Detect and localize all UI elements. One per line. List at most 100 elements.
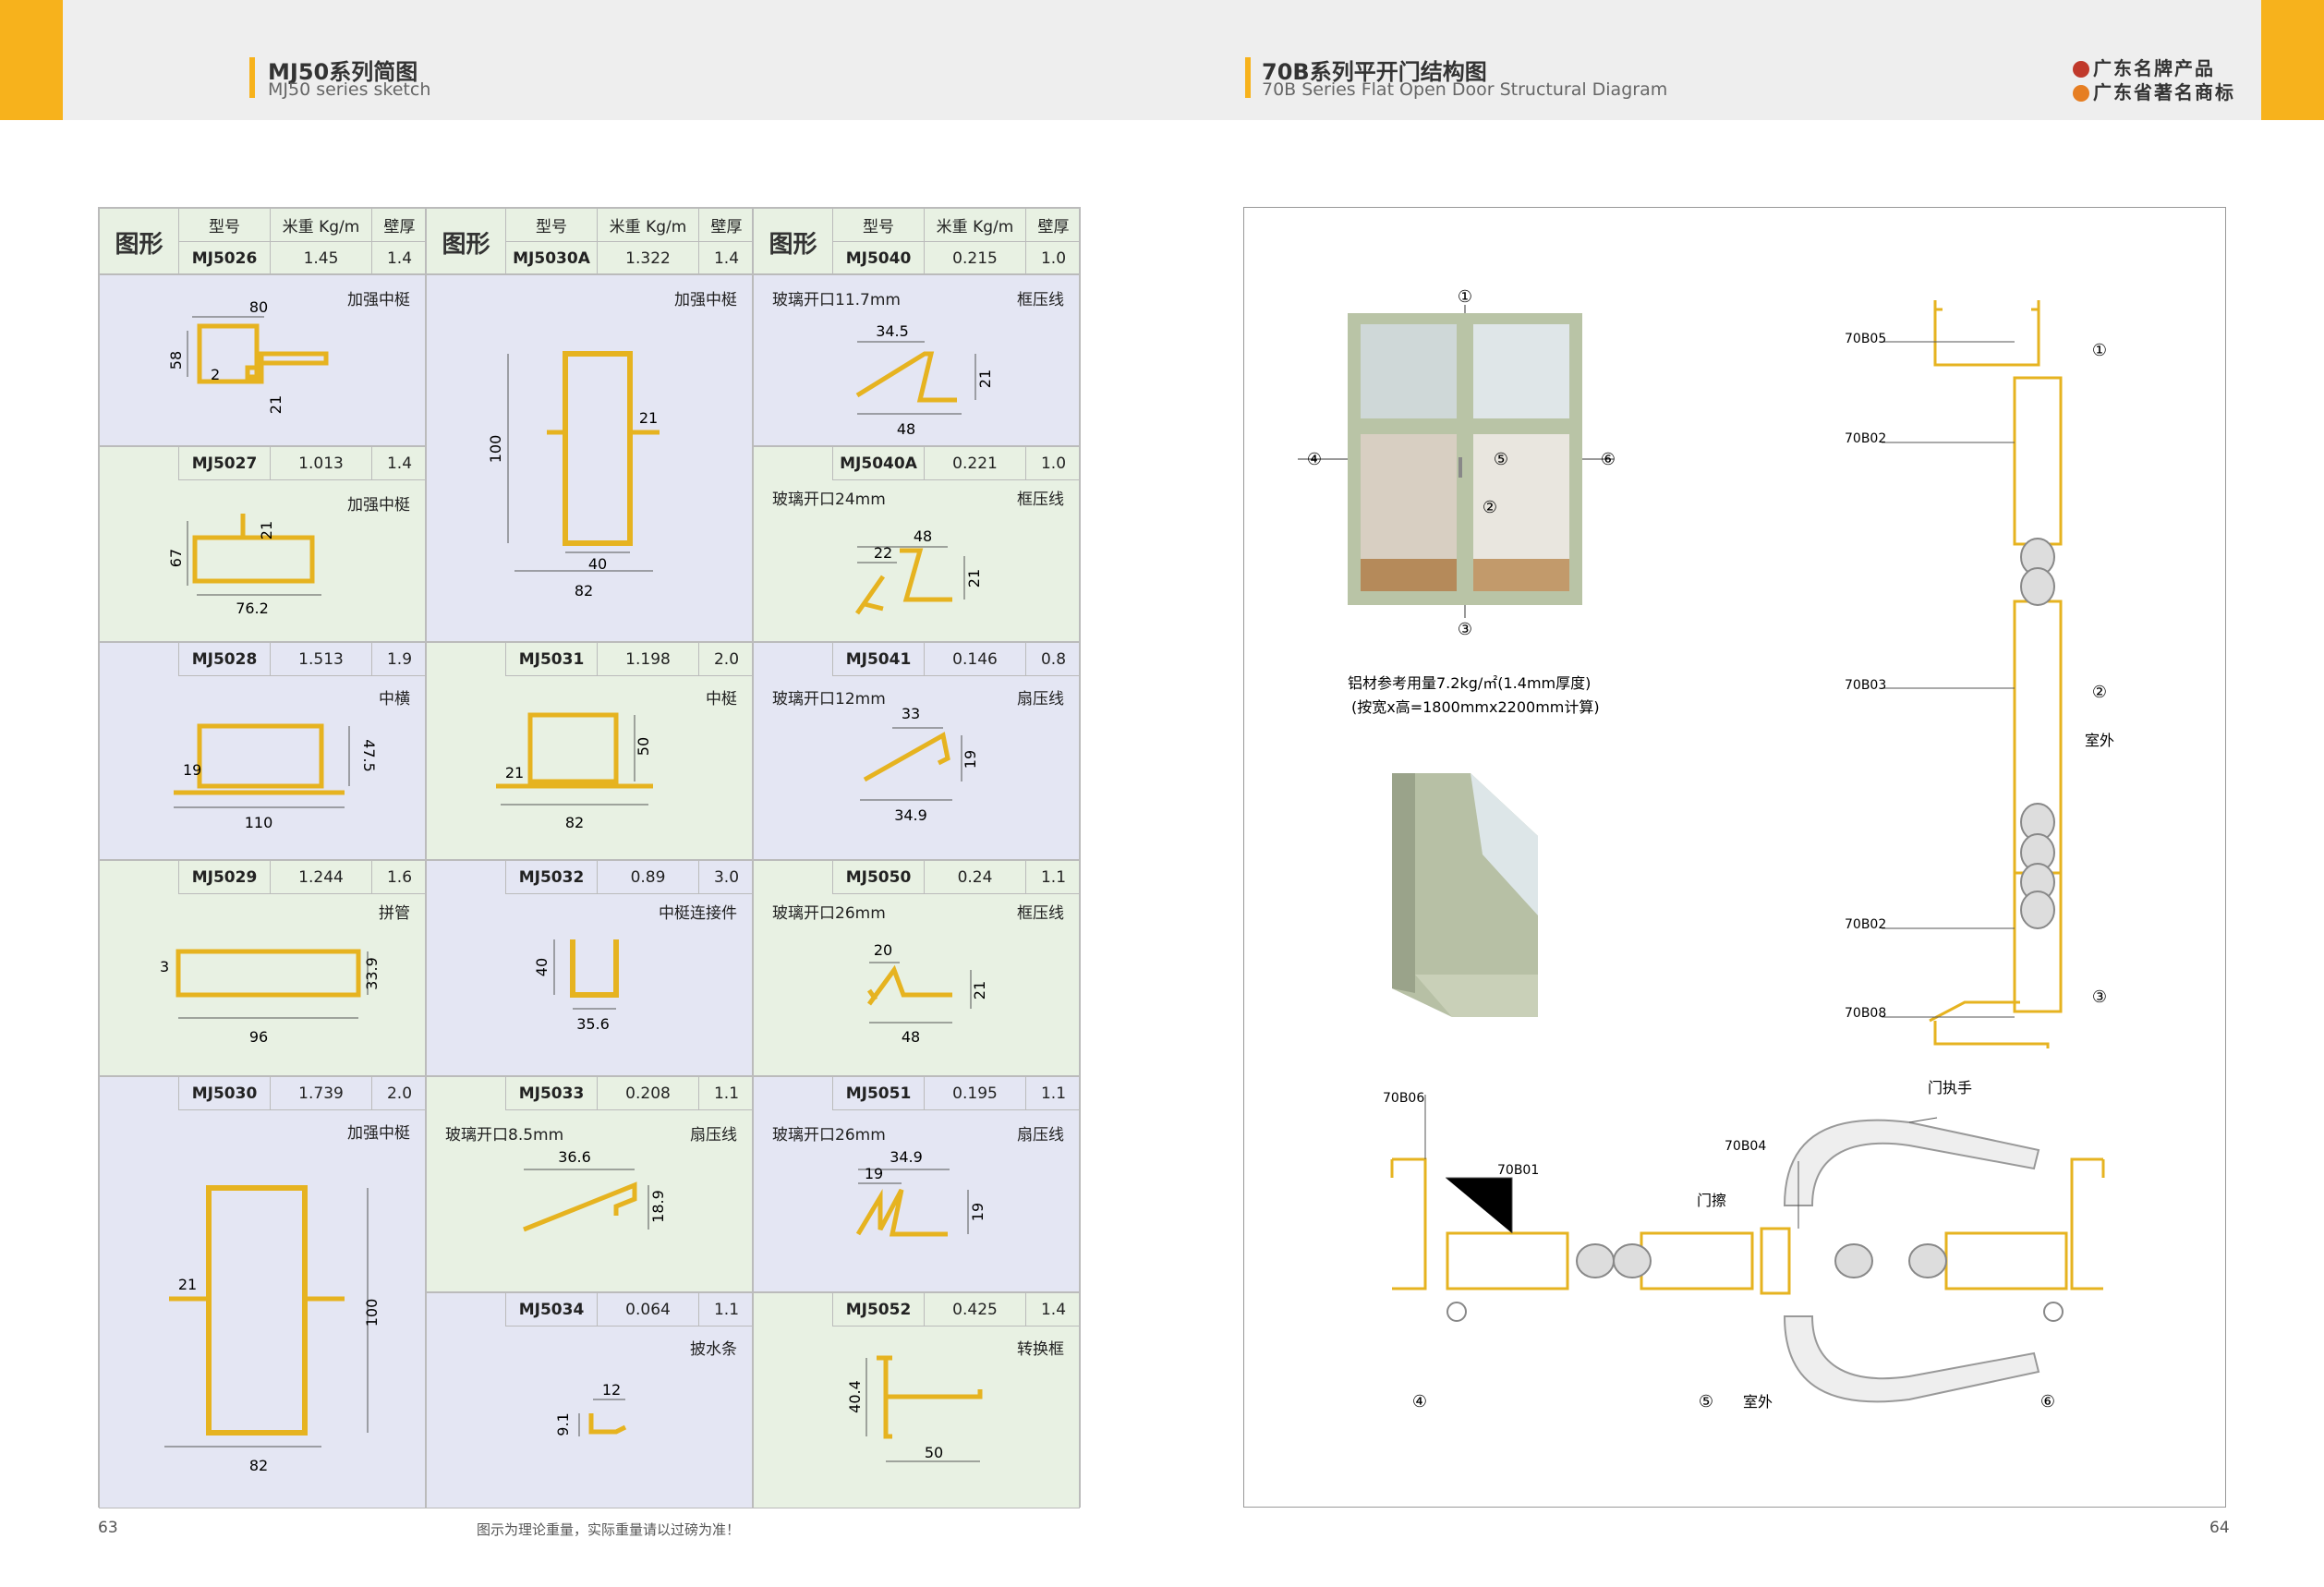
left-tab <box>0 0 63 120</box>
weight-cell: 1.013 <box>270 447 371 479</box>
glass-opening-label: 玻璃开口26mm <box>772 1126 886 1145</box>
profile-cell: MJ5034 0.064 1.1 披水条 12 9.1 <box>426 1292 754 1508</box>
profile-cell: MJ5052 0.425 1.4 转换框 40.4 50 <box>753 1292 1081 1508</box>
profile-label: 转换框 <box>1017 1340 1064 1359</box>
thick-cell: 1.0 <box>1025 447 1081 479</box>
usage-text-1: 铝材参考用量7.2kg/㎡(1.4mm厚度) <box>1348 674 1591 692</box>
weight-cell: 0.215 <box>924 242 1025 274</box>
profile-sketch: 21 67 76.2 <box>167 514 321 617</box>
brand-badge-icon <box>2073 61 2089 78</box>
door-elevation <box>1298 305 1614 618</box>
dim-label: 21 <box>965 569 983 588</box>
brand-line-1: 广东名牌产品 <box>2073 54 2215 80</box>
model-cell: MJ5026 <box>178 242 270 274</box>
dim-label: 58 <box>167 351 185 369</box>
thick-cell: 1.9 <box>371 643 427 675</box>
dim-label: 21 <box>971 981 988 999</box>
title-accent <box>1245 57 1251 98</box>
weight-cell: 1.739 <box>270 1077 371 1109</box>
outdoor-label: 室外 <box>1743 1393 1773 1411</box>
dim-label: 34.9 <box>894 806 927 824</box>
dim-label: 82 <box>575 582 593 600</box>
weight-cell: 0.146 <box>924 643 1025 675</box>
profile-sketch: 80 58 2 21 <box>167 298 329 414</box>
model-header: 型号 <box>505 209 597 241</box>
profile-cell: MJ5028 1.513 1.9 中横 19 47.5 110 <box>99 642 427 860</box>
thick-cell: 1.1 <box>1025 1077 1081 1109</box>
part-label: 70B01 <box>1497 1163 1539 1178</box>
dim-label: 3 <box>160 958 169 975</box>
profile-sketch: 12 9.1 <box>554 1381 627 1436</box>
profile-cell: MJ5033 0.208 1.1 玻璃开口8.5mm 扇压线 36.6 18.9 <box>426 1076 754 1292</box>
dim-label: 19 <box>969 1203 986 1221</box>
header-bar <box>0 0 2324 120</box>
marker-6: ⑥ <box>1601 450 1616 469</box>
weight-cell: 0.064 <box>597 1293 698 1326</box>
marker-1: ① <box>2092 341 2107 360</box>
weight-note: 图示为理论重量，实际重量请以过磅为准！ <box>477 1521 741 1538</box>
thick-cell: 1.4 <box>371 447 427 479</box>
dim-label: 21 <box>976 369 994 388</box>
dim-label: 33.9 <box>363 957 381 990</box>
model-cell: MJ5033 <box>505 1077 597 1109</box>
dim-label: 19 <box>183 761 201 779</box>
marker-2: ② <box>1483 498 1497 517</box>
profile-sketch: 21 100 82 <box>164 1185 381 1474</box>
weight-cell: 1.513 <box>270 643 371 675</box>
thick-cell: 1.0 <box>1025 242 1081 274</box>
dim-label: 80 <box>249 298 268 316</box>
header-cell: 图形 型号 米重 Kg/m 壁厚 MJ5030A 1.322 1.4 <box>426 208 754 274</box>
glass-opening-label: 玻璃开口12mm <box>772 690 886 709</box>
profile-label: 披水条 <box>690 1340 737 1359</box>
marker-4: ④ <box>1412 1392 1427 1411</box>
right-subtitle: 70B Series Flat Open Door Structural Dia… <box>1262 79 1668 100</box>
profile-label: 扇压线 <box>690 1126 737 1145</box>
model-cell: MJ5031 <box>505 643 597 675</box>
brand-line-2: 广东省著名商标 <box>2073 78 2235 104</box>
weight-cell: 0.195 <box>924 1077 1025 1109</box>
thick-cell: 1.4 <box>371 242 427 274</box>
profile-sketch: 48 22 21 <box>854 527 983 615</box>
profile-label: 扇压线 <box>1017 1126 1064 1145</box>
profile-label: 框压线 <box>1017 491 1064 509</box>
model-cell: MJ5040A <box>832 447 924 479</box>
weight-cell: 1.45 <box>270 242 371 274</box>
profile-label: 中梃连接件 <box>659 904 737 923</box>
profile-sketch: 20 21 48 <box>866 941 988 1046</box>
dim-label: 82 <box>565 814 584 831</box>
weight-cell: 1.322 <box>597 242 698 274</box>
model-cell: MJ5040 <box>832 242 924 274</box>
dim-label: 100 <box>363 1299 381 1327</box>
marker-4: ④ <box>1307 450 1322 469</box>
weight-cell: 0.425 <box>924 1293 1025 1326</box>
thick-cell: 1.1 <box>698 1293 754 1326</box>
model-cell: MJ5029 <box>178 861 270 893</box>
weight-header: 米重 Kg/m <box>924 209 1025 241</box>
profile-sketch: 3 33.9 96 <box>160 949 381 1046</box>
profile-sketch: 34.9 19 19 <box>855 1148 986 1237</box>
weight-cell: 0.208 <box>597 1077 698 1109</box>
weight-cell: 1.198 <box>597 643 698 675</box>
dim-label: 21 <box>639 409 658 427</box>
dim-label: 34.9 <box>890 1148 923 1166</box>
thick-header: 壁厚 <box>1025 209 1081 241</box>
dim-label: 40 <box>533 958 551 976</box>
dim-label: 19 <box>962 750 979 769</box>
dim-label: 21 <box>267 395 284 414</box>
model-cell: MJ5041 <box>832 643 924 675</box>
marker-1: ① <box>1458 287 1472 307</box>
shape-header: 图形 <box>115 230 163 259</box>
marker-5: ⑤ <box>1699 1392 1713 1411</box>
dim-label: 19 <box>865 1165 883 1182</box>
door-handle-label: 门执手 <box>1928 1079 1972 1096</box>
part-label: 70B03 <box>1845 678 1886 693</box>
door-diagram-box: ① ② ③ ④ ⑤ ⑥ 铝材参考用量7.2kg/㎡(1.4mm厚度) (按宽x高… <box>1243 207 2226 1508</box>
model-header: 型号 <box>178 209 270 241</box>
model-cell: MJ5028 <box>178 643 270 675</box>
door-handle <box>1783 1119 2040 1403</box>
thick-cell: 1.4 <box>1025 1293 1081 1326</box>
thick-header: 壁厚 <box>698 209 754 241</box>
profile-cell: MJ5030 1.739 2.0 加强中梃 21 100 82 <box>99 1076 427 1508</box>
model-cell: MJ5027 <box>178 447 270 479</box>
profile-cell: MJ5041 0.146 0.8 玻璃开口12mm 扇压线 33 19 34.9 <box>753 642 1081 860</box>
